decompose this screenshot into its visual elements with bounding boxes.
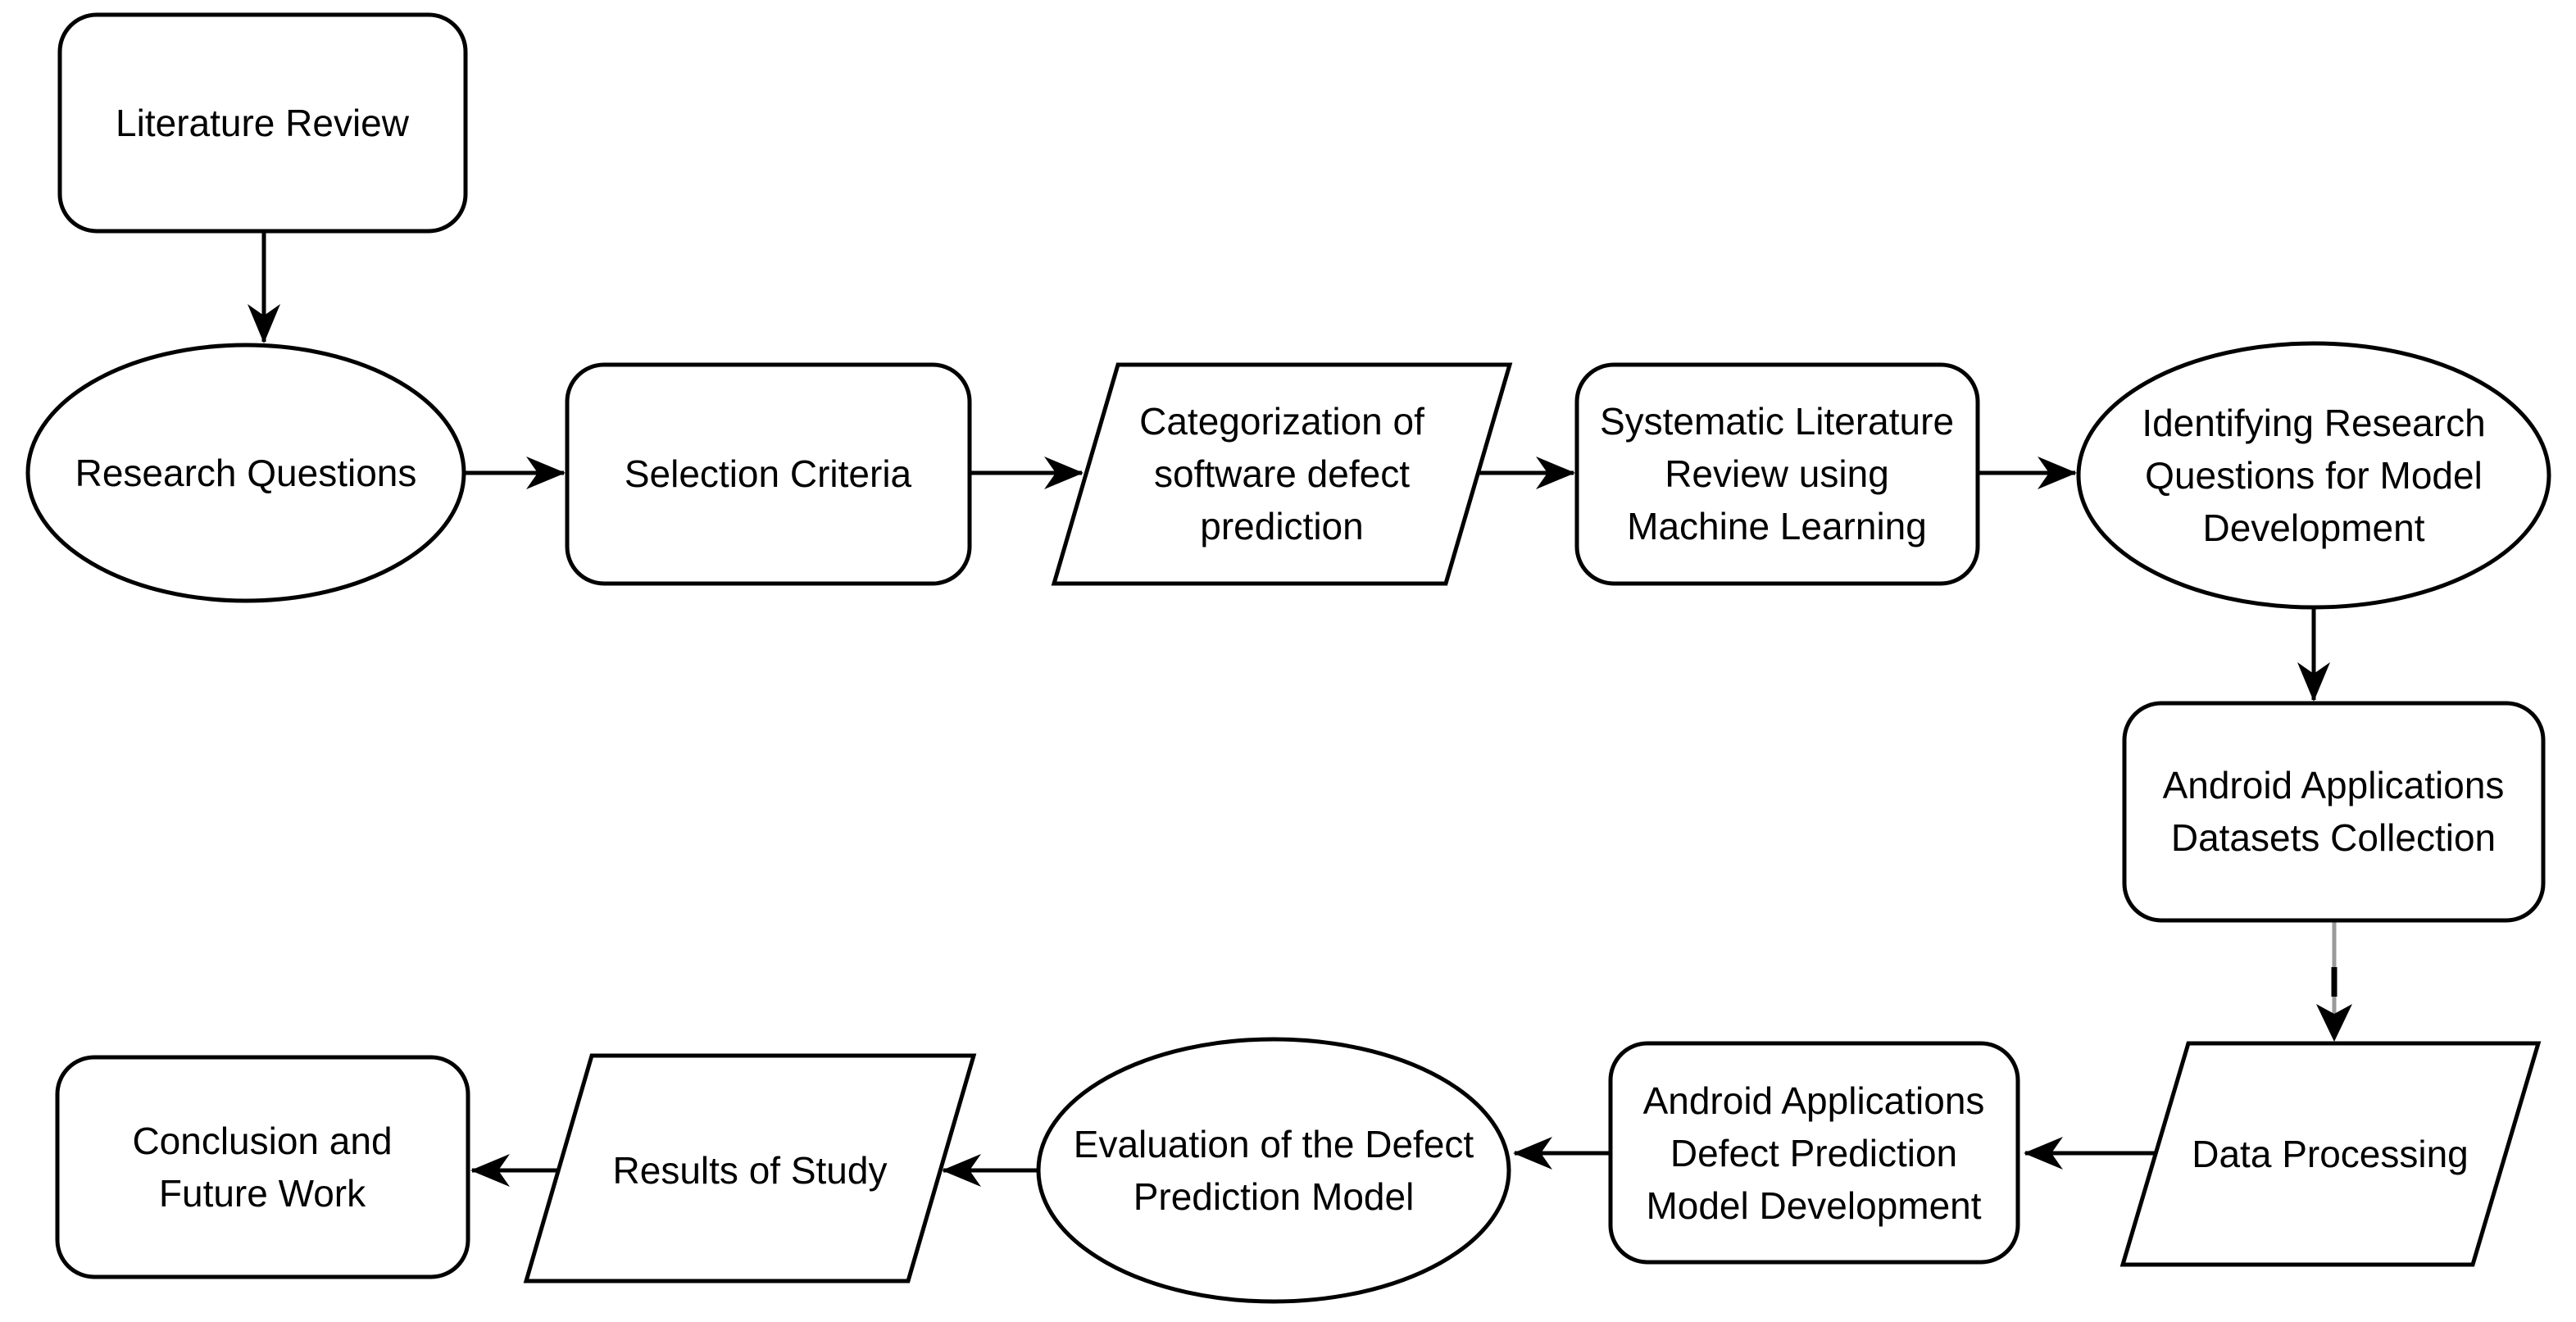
rounded-rect-shape — [1574, 362, 1980, 586]
node-label-line: Android Applications — [2163, 764, 2505, 806]
edges — [248, 231, 2352, 1187]
ellipse-shape — [1036, 1037, 1511, 1304]
node-literature-review: Literature Review — [57, 12, 468, 234]
node-label-line: Future Work — [159, 1172, 366, 1215]
node-label-line: Categorization of — [1139, 400, 1424, 443]
node-label-line: prediction — [1200, 505, 1363, 547]
node-evaluation: Evaluation of the Defect Prediction Mode… — [1036, 1037, 1511, 1304]
node-label-line: Defect Prediction — [1670, 1132, 1957, 1174]
node-label: Results of Study — [613, 1149, 888, 1192]
rounded-rect-shape — [55, 1055, 470, 1279]
ellipse-shape — [25, 343, 466, 603]
node-data-processing: Data Processing — [2119, 1041, 2542, 1267]
node-datasets-collection: Android Applications Datasets Collection — [2122, 701, 2546, 923]
node-conclusion: Conclusion and Future Work — [55, 1055, 470, 1279]
parallelogram-shape — [1051, 362, 1513, 586]
node-label-line: Android Applications — [1643, 1079, 1985, 1122]
rounded-rect-shape — [2122, 701, 2546, 923]
node-categorization: Categorization of software defect predic… — [1051, 362, 1513, 586]
ellipse-shape — [2076, 341, 2551, 610]
node-label-line: Machine Learning — [1627, 505, 1927, 547]
node-label-line: Questions for Model — [2145, 454, 2483, 497]
node-label-line: Identifying Research — [2142, 402, 2485, 444]
node-label-line: software defect — [1154, 452, 1410, 495]
node-model-development: Android Applications Defect Prediction M… — [1608, 1041, 2020, 1265]
node-slr-machine-learning: Systematic Literature Review using Machi… — [1574, 362, 1980, 586]
rounded-rect-shape — [57, 12, 468, 234]
node-label-line: Conclusion and — [132, 1120, 392, 1162]
node-label-line: Development — [2202, 507, 2424, 549]
node-research-questions: Research Questions — [25, 343, 466, 603]
node-label-line: Review using — [1665, 452, 1889, 495]
node-label-line: Prediction Model — [1134, 1175, 1415, 1218]
rounded-rect-shape — [565, 362, 972, 586]
parallelogram-shape — [2119, 1041, 2542, 1267]
node-label-line: Evaluation of the Defect — [1074, 1123, 1474, 1165]
node-label: Literature Review — [116, 102, 410, 144]
arrow-datasets-collection-to-data-processing — [2316, 920, 2352, 1042]
rounded-rect-shape — [1608, 1041, 2020, 1265]
node-label: Data Processing — [2192, 1133, 2469, 1175]
node-label-line: Model Development — [1646, 1184, 1981, 1227]
down-arrowhead — [2316, 1004, 2352, 1042]
node-label-line: Datasets Collection — [2171, 816, 2496, 859]
node-label-line: Systematic Literature — [1600, 400, 1954, 443]
node-label: Selection Criteria — [625, 452, 912, 495]
node-results: Results of Study — [523, 1053, 977, 1283]
node-selection-criteria: Selection Criteria — [565, 362, 972, 586]
parallelogram-shape — [523, 1053, 977, 1283]
node-identifying-rq: Identifying Research Questions for Model… — [2076, 341, 2551, 610]
node-label: Research Questions — [75, 452, 417, 494]
